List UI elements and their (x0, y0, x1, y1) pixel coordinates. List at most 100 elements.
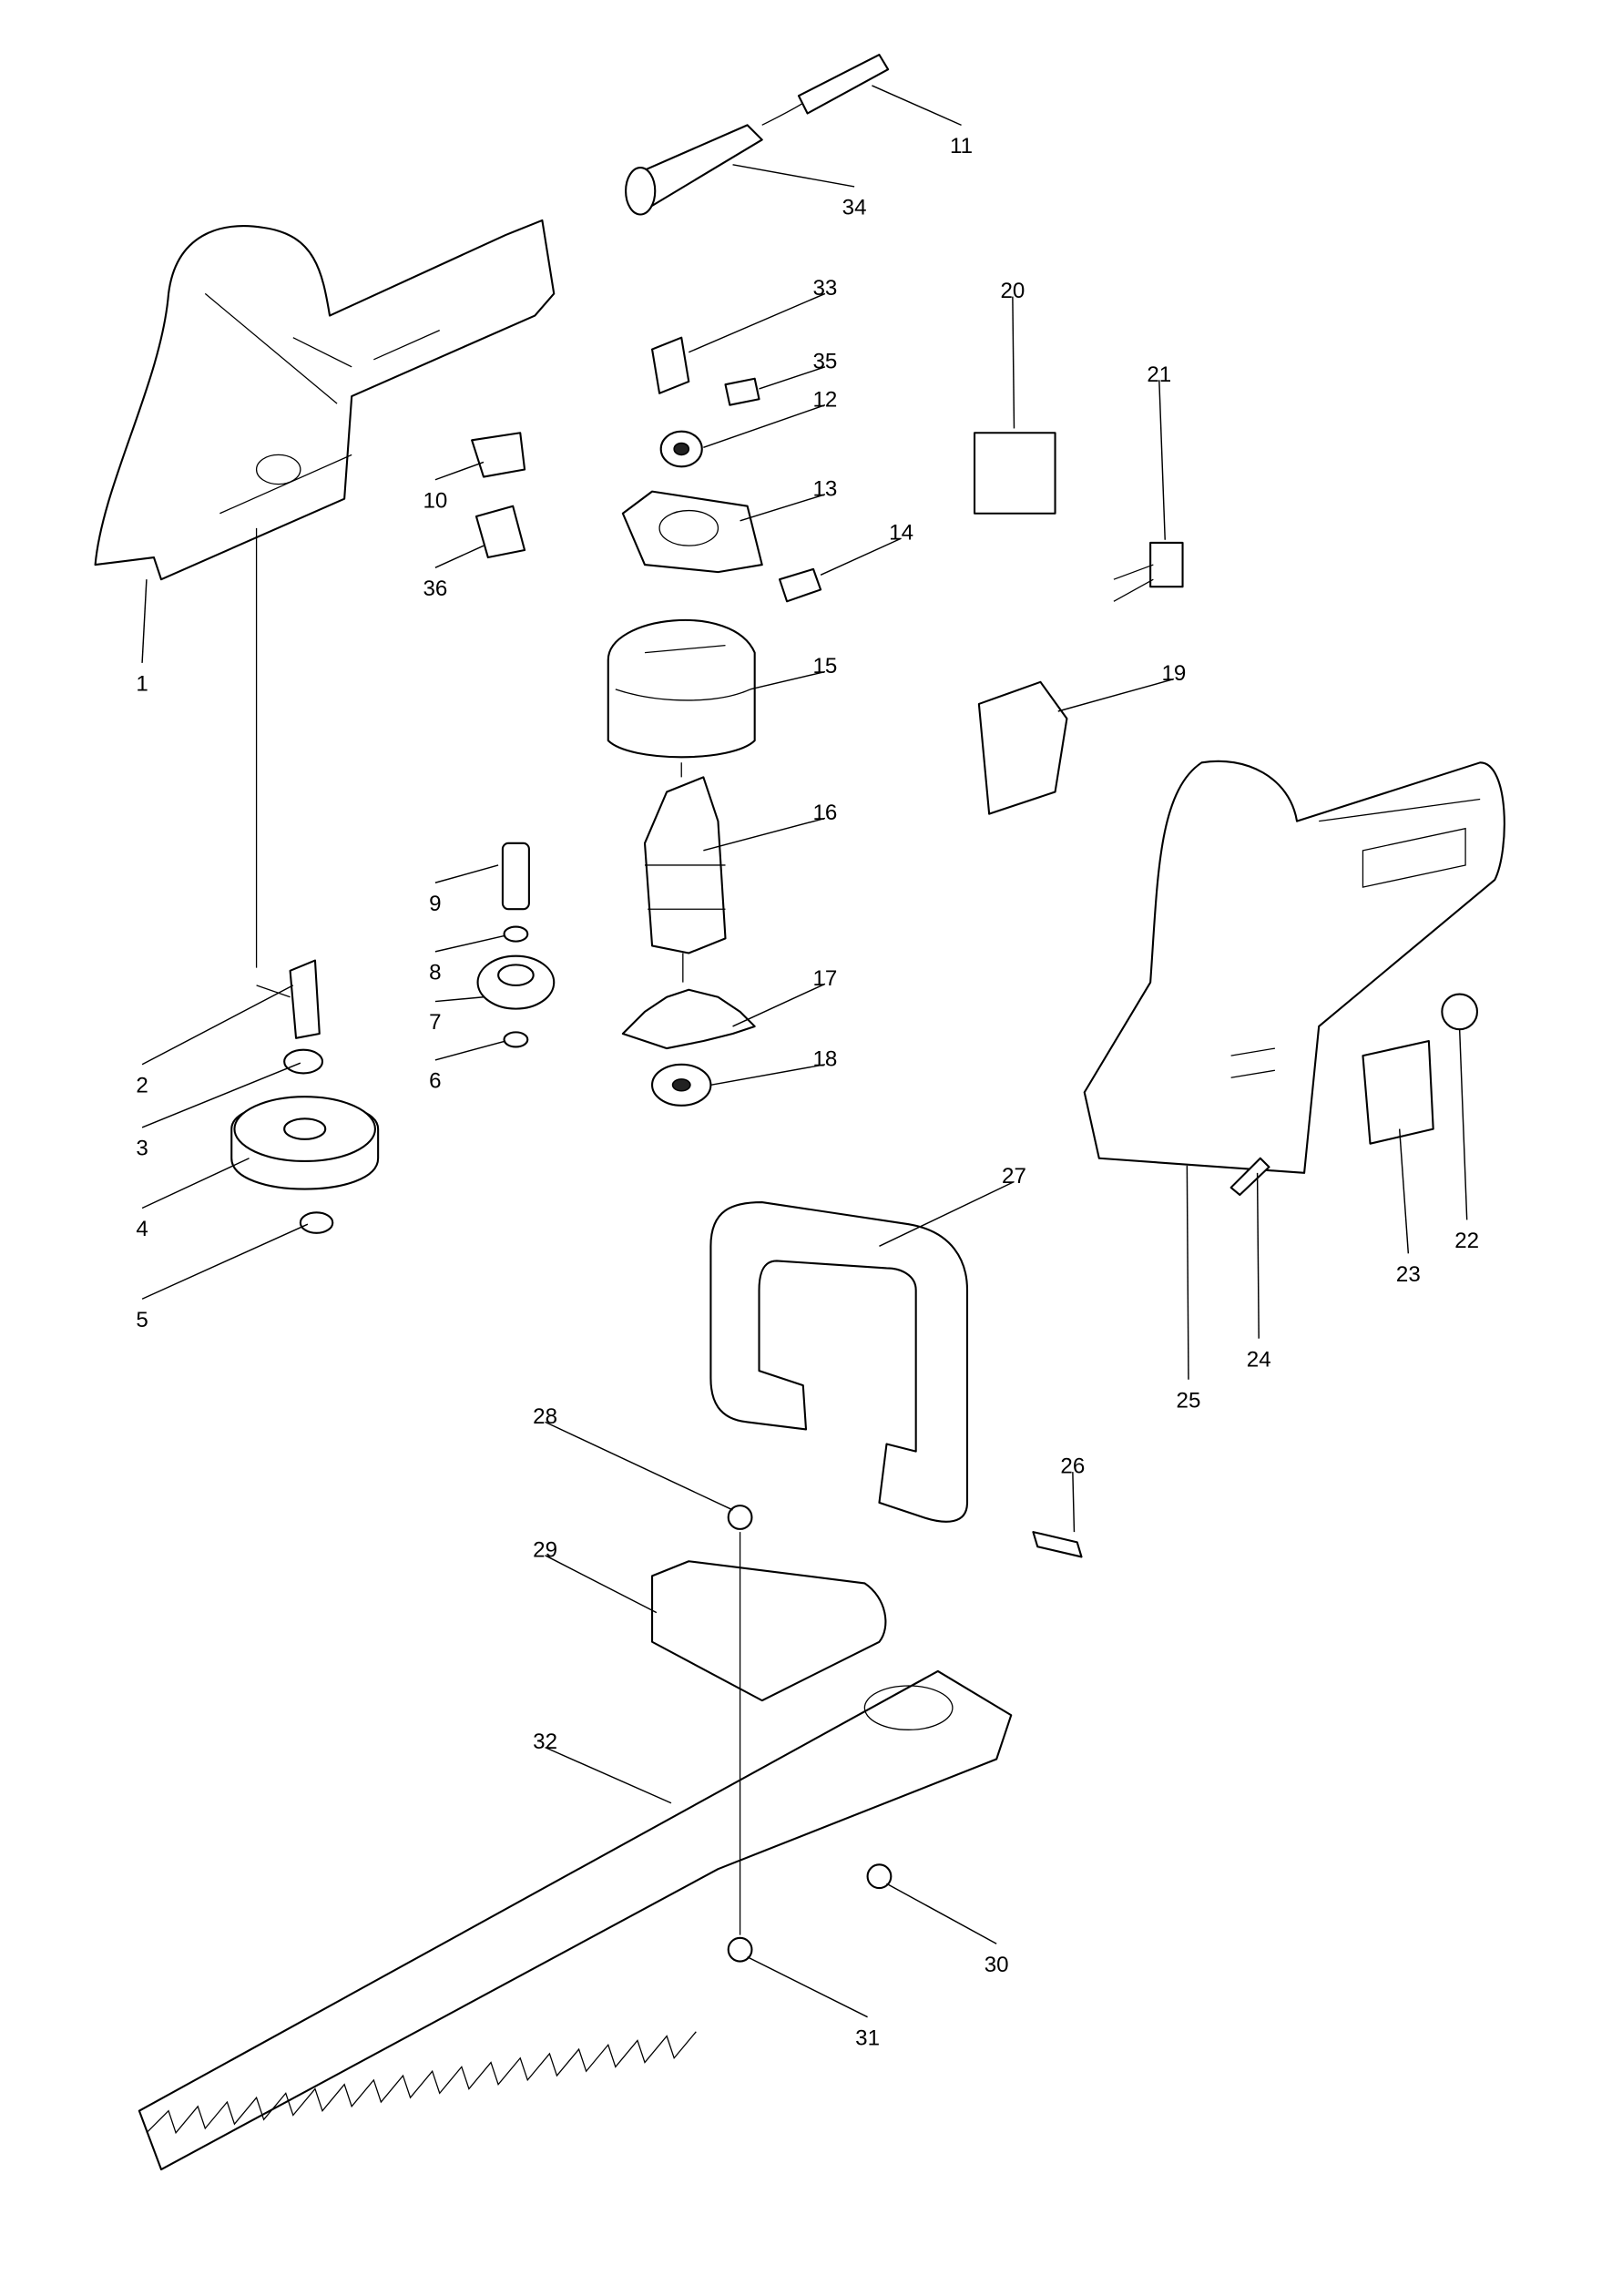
cover-29 (650, 1560, 887, 1702)
part-label: 21 (1147, 362, 1171, 387)
leader-line (1158, 380, 1166, 540)
housing-right-25 (1083, 760, 1505, 1174)
part-label: 15 (812, 654, 837, 679)
part-label: 8 (429, 960, 441, 985)
leader-line (141, 579, 148, 663)
part-label: 31 (855, 2026, 880, 2050)
part-label: 20 (1000, 279, 1025, 303)
leader-line (1057, 678, 1175, 712)
leader-line (141, 1223, 309, 1300)
part-label: 23 (1396, 1262, 1421, 1287)
part-label: 29 (533, 1537, 557, 1562)
part-label: 9 (429, 892, 441, 916)
leader-line (732, 164, 855, 188)
part-label: 33 (812, 276, 837, 301)
part-label: 4 (136, 1217, 148, 1241)
leader-line (141, 985, 294, 1066)
leader-line (886, 1883, 997, 1944)
leader-line (879, 1180, 1015, 1247)
part-label: 17 (812, 966, 837, 991)
part-label: 28 (533, 1404, 557, 1429)
part-label: 6 (429, 1069, 441, 1094)
part-labels: 1234567891011121314151617181920212223242… (136, 85, 1479, 2050)
leader-line (740, 494, 826, 522)
leader-line (872, 85, 962, 127)
part-label: 36 (423, 577, 447, 601)
part-label: 35 (812, 349, 837, 373)
part-33 (650, 336, 690, 394)
leader-line (141, 1158, 250, 1209)
screw-30 (866, 1863, 893, 1890)
part-label: 11 (950, 134, 973, 158)
leader-line (747, 1956, 868, 2018)
part-label: 34 (842, 196, 867, 220)
nut-28 (727, 1505, 753, 1530)
leader-line (732, 983, 826, 1027)
leader-line (545, 1421, 733, 1511)
leader-line (141, 1062, 301, 1128)
leader-line (545, 1746, 672, 1804)
part-35 (724, 377, 760, 406)
leader-line (688, 292, 826, 353)
screw-31 (727, 1936, 753, 1963)
leader-line (434, 934, 506, 953)
leader-line (820, 537, 902, 577)
carbon-brush-14 (778, 567, 822, 603)
part-label: 14 (889, 521, 913, 546)
brush-holder-13 (621, 490, 763, 574)
switch-19 (977, 680, 1068, 815)
leader-line (1398, 1128, 1410, 1254)
leader-line (1458, 1029, 1468, 1220)
part-label: 25 (1177, 1388, 1201, 1413)
cord-guard (625, 54, 890, 216)
housing-left (94, 219, 556, 581)
leader-line (759, 366, 826, 390)
part-label: 12 (812, 387, 837, 412)
part-36 (474, 505, 526, 559)
cap-22 (1441, 993, 1479, 1031)
leader-line (1012, 296, 1015, 429)
part-label: 30 (985, 1953, 1009, 1977)
washer-6 (503, 1031, 529, 1048)
field-15 (607, 618, 756, 759)
leader-line (545, 1555, 658, 1614)
fan-17 (621, 988, 756, 1050)
part-label: 1 (136, 671, 148, 696)
leader-line (1256, 1172, 1260, 1339)
leader-line (750, 670, 826, 690)
part-21 (1149, 541, 1184, 588)
part-label: 10 (423, 488, 447, 513)
leader-line (434, 1040, 506, 1061)
part-label: 13 (812, 476, 837, 501)
washer-3 (283, 1048, 324, 1075)
part-label: 26 (1060, 1454, 1085, 1479)
leader-line (434, 461, 485, 481)
screw-24 (1229, 1157, 1270, 1197)
part-10 (471, 432, 526, 478)
leader-line (1072, 1472, 1076, 1533)
part-label: 18 (812, 1046, 837, 1071)
part-label: 32 (533, 1730, 557, 1754)
part-label: 19 (1161, 661, 1186, 686)
leader-line (703, 817, 826, 852)
part-label: 3 (136, 1137, 148, 1161)
part-label: 24 (1247, 1347, 1271, 1372)
part-20 (973, 432, 1056, 515)
part-label: 22 (1454, 1229, 1479, 1253)
leader-line (434, 996, 485, 1003)
leader-line (434, 864, 499, 883)
pin-2 (289, 959, 321, 1039)
blade-32 (138, 1669, 1013, 2171)
handle-27 (709, 1200, 969, 1523)
washer-8 (503, 925, 529, 943)
part-label: 5 (136, 1308, 148, 1332)
part-label: 27 (1002, 1164, 1026, 1189)
leader-line (703, 404, 826, 449)
part-label: 7 (429, 1010, 441, 1035)
screw-9 (501, 842, 530, 911)
washer-5 (299, 1211, 334, 1234)
screw-26 (1032, 1531, 1083, 1558)
part-label: 2 (136, 1073, 148, 1097)
